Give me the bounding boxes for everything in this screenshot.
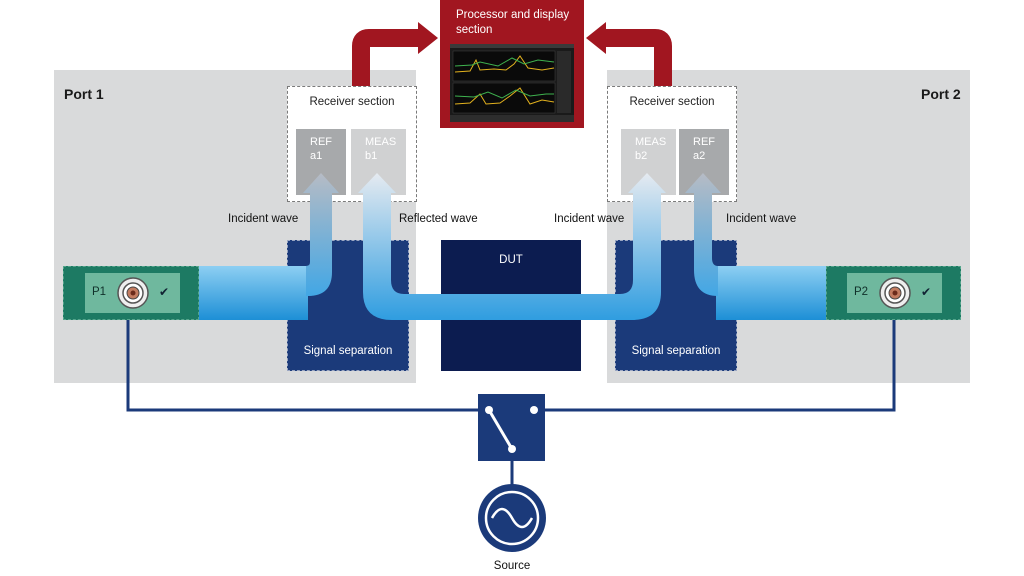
incident-path-a2-body bbox=[694, 192, 718, 296]
incident-path-a1-body bbox=[306, 192, 330, 296]
receiver-title-left: Receiver section bbox=[309, 96, 395, 108]
port1-connector[interactable]: P1 ✔ bbox=[63, 266, 199, 320]
incident-wave-label-right: Incident wave bbox=[726, 213, 797, 225]
meas-b1-line1: MEAS bbox=[365, 136, 397, 148]
coax-connector-icon bbox=[117, 277, 149, 309]
port1-check-icon: ✔ bbox=[159, 285, 170, 299]
signal-separation-left-label: Signal separation bbox=[303, 345, 393, 357]
port2-connector-label: P2 bbox=[854, 286, 869, 298]
processor-link-left bbox=[352, 29, 420, 86]
incident-arrow-a2 bbox=[685, 173, 721, 193]
switch-contact-right bbox=[530, 406, 538, 414]
ref-a1-line2: a1 bbox=[310, 150, 323, 162]
processor-title-line1: Processor and display bbox=[456, 9, 570, 21]
port2-connector-face: P2 ✔ bbox=[847, 273, 942, 313]
processor-link-right-arrow bbox=[586, 22, 606, 54]
processor-link-right bbox=[604, 29, 672, 86]
sine-icon bbox=[490, 507, 534, 529]
wire-right bbox=[544, 318, 896, 412]
processor-display-section: Processor and display section bbox=[440, 0, 584, 128]
analyzer-screen-thumbnail bbox=[450, 44, 574, 122]
wire-left bbox=[126, 318, 480, 412]
signal-separation-right-label: Signal separation bbox=[631, 345, 721, 357]
reflected-wave-label: Reflected wave bbox=[399, 213, 478, 225]
incident-arrow-a1 bbox=[303, 173, 339, 193]
ref-a2-line2: a2 bbox=[693, 150, 706, 162]
port2-connector[interactable]: P2 ✔ bbox=[826, 266, 961, 320]
processor-title-line2: section bbox=[456, 24, 493, 36]
ref-a1-line1: REF bbox=[310, 136, 332, 148]
receiver-title-right: Receiver section bbox=[629, 96, 715, 108]
ref-a2-line1: REF bbox=[693, 136, 715, 148]
port2-label: Port 2 bbox=[921, 86, 961, 102]
main-path-left bbox=[198, 266, 308, 320]
meas-b1-line2: b1 bbox=[365, 150, 378, 162]
port1-label: Port 1 bbox=[64, 86, 104, 102]
through-path bbox=[363, 192, 661, 320]
source-ring bbox=[484, 490, 540, 546]
incident-wave-label-left: Incident wave bbox=[228, 213, 299, 225]
processor-link-left-arrow bbox=[418, 22, 438, 54]
meas-b2-line2: b2 bbox=[635, 150, 648, 162]
dut-label: DUT bbox=[499, 254, 523, 266]
port1-connector-face: P1 ✔ bbox=[85, 273, 180, 313]
port2-check-icon: ✔ bbox=[921, 285, 932, 299]
incident-wave-label-mid: Incident wave bbox=[554, 213, 625, 225]
port1-connector-label: P1 bbox=[92, 286, 107, 298]
source-label: Source bbox=[493, 560, 531, 572]
main-path-right bbox=[716, 266, 826, 320]
incident-arrow-b2 bbox=[628, 173, 666, 193]
meas-b2-line1: MEAS bbox=[635, 136, 667, 148]
reflected-arrow-b1 bbox=[358, 173, 396, 193]
switch-lever bbox=[487, 409, 514, 450]
coax-connector-icon bbox=[879, 277, 911, 309]
